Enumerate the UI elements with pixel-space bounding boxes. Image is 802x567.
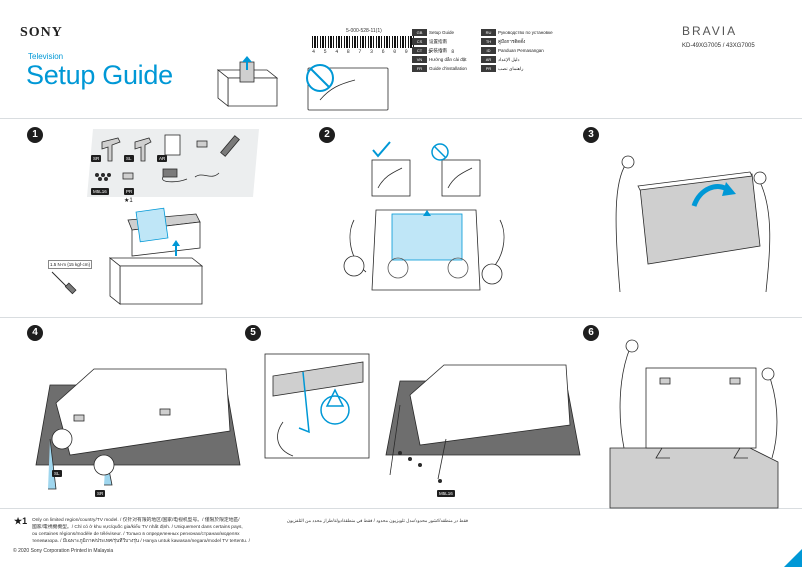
- model-numbers: KD-49XG7005 / 43XG7005: [682, 43, 755, 49]
- language-code: ID: [481, 47, 496, 54]
- language-code: FR: [412, 65, 427, 72]
- page-title: Setup Guide: [26, 60, 173, 90]
- part-tag-sr: SR: [91, 155, 102, 162]
- language-name: Руководство по установке: [498, 30, 553, 35]
- step1-box-illustration: [108, 207, 204, 305]
- step-number-5: 5: [245, 325, 261, 341]
- footnote-marker: ★1: [14, 516, 28, 526]
- part-tag-ar: AR: [157, 155, 168, 162]
- language-name: Hướng dẫn cài đặt: [429, 57, 467, 62]
- part-tag-pr: PR: [124, 188, 135, 195]
- language-name: دليل الإعداد: [498, 56, 520, 62]
- footnote-text: Only on limited region/country/TV model.…: [32, 517, 272, 545]
- corner-accent: [784, 549, 802, 567]
- part-tag-m5x16: M5L16: [91, 188, 109, 195]
- footnote-line: Only on limited region/country/TV model.…: [32, 518, 240, 523]
- section-divider: [0, 508, 802, 509]
- product-line: BRAVIA: [682, 24, 738, 38]
- language-name: 安裝指南: [429, 47, 447, 53]
- part-tag-sl-step4: SL: [52, 470, 62, 477]
- no-touch-screen-illustration: [306, 64, 389, 111]
- header-box-illustration: [216, 56, 279, 107]
- language-code: CT: [412, 47, 427, 54]
- language-code: PR: [481, 65, 496, 72]
- section-divider: [0, 317, 802, 318]
- language-name: 设置指南: [429, 38, 447, 44]
- language-code: RU: [481, 29, 496, 36]
- step-number-1: 1: [27, 127, 43, 143]
- part-tag-m5x16-step5: M5L16: [437, 490, 455, 497]
- document-code: 5-000-528-11(1): [346, 28, 382, 34]
- step-number-4: 4: [27, 325, 43, 341]
- language-code: CS: [412, 38, 427, 45]
- step-number-2: 2: [319, 127, 335, 143]
- torque-spec: 1.5 N·m {15 kgf·cm}: [48, 260, 93, 269]
- step1-parts-panel: [87, 129, 259, 197]
- step5-table-illustration: [385, 364, 581, 483]
- language-code: AR: [481, 56, 496, 63]
- step4-table-illustration: [35, 368, 241, 490]
- footnote-line: 國家/電視機機型。/ Chỉ có ở khu vực/quốc gia/kiể…: [32, 525, 243, 530]
- footnote-line: телевизора. / มีเฉพาะภูมิภาค/ประเทศ/รุ่น…: [32, 539, 250, 544]
- torque-value: 1.5 N·m {15 kgf·cm}: [50, 262, 91, 267]
- screwdriver-icon: [51, 271, 77, 295]
- language-code: TH: [481, 38, 496, 45]
- language-code: GB: [412, 29, 427, 36]
- step6-standing-tv-illustration: [609, 339, 779, 509]
- copyright: © 2020 Sony Corporation Printed in Malay…: [13, 548, 114, 554]
- section-divider: [0, 118, 802, 119]
- step-number-6: 6: [583, 325, 599, 341]
- barcode: [312, 36, 416, 48]
- step5-detail-illustration: [264, 353, 370, 459]
- language-name: راهنمای نصب: [498, 65, 524, 71]
- language-name: คู่มือการติดตั้ง: [498, 39, 526, 44]
- footnote-arabic: فقط در منطقه/کشور محدود/مدل تلویزیون محد…: [286, 518, 468, 523]
- category-label: Television: [28, 52, 64, 61]
- step2-lift-illustration: [343, 141, 505, 291]
- language-name: Panduan Pemasangan: [498, 48, 544, 53]
- step-number-3: 3: [583, 127, 599, 143]
- language-name: Guide d'installation: [429, 66, 467, 71]
- footnote-line: ou certaines régions/modèle de téléviseu…: [32, 532, 240, 537]
- brand-logo: SONY: [20, 25, 63, 40]
- part-tag-sl: SL: [124, 155, 134, 162]
- footnote-star-marker: ★1: [124, 198, 133, 204]
- part-tag-sr-step4: SR: [95, 490, 106, 497]
- barcode-digits: 4 5 4 8 7 3 6 0 9 3 1 7 8: [312, 49, 458, 55]
- language-code: VN: [412, 56, 427, 63]
- step3-rotate-illustration: [615, 155, 771, 293]
- language-name: Setup Guide: [429, 30, 455, 35]
